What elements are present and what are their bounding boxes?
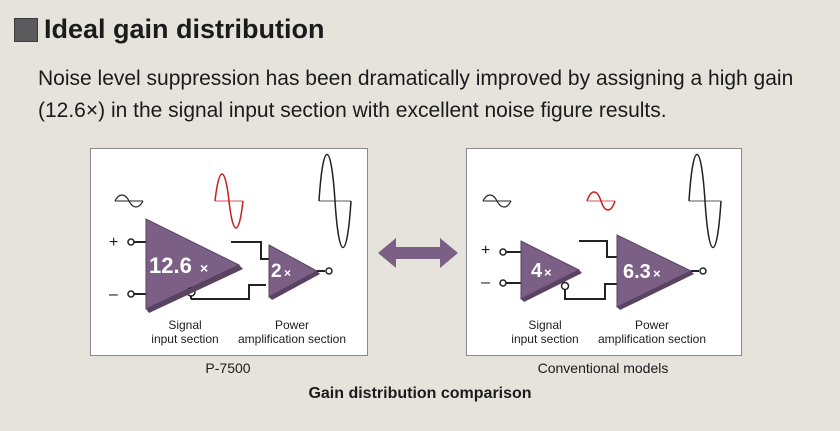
heading-title: Ideal gain distribution	[44, 14, 325, 44]
section-heading: Ideal gain distribution	[14, 14, 325, 45]
input-section-label-line1: Signal	[168, 318, 201, 332]
input-terminal-plus	[499, 248, 507, 256]
minus-sign: –	[481, 274, 490, 291]
input-section-label-line1: Signal	[528, 318, 561, 332]
output-gain-value: 6.3	[623, 261, 651, 283]
output-gain-value: 2	[271, 261, 282, 282]
comparison-double-arrow-icon	[376, 236, 460, 275]
plus-sign: +	[109, 234, 118, 251]
output-terminal	[699, 267, 707, 275]
input-terminal-minus	[127, 290, 135, 298]
p7500-amplifier-diagram: + – 12.6 × 2 × Signal input section Powe…	[109, 153, 352, 346]
output-section-label-line2: amplification section	[238, 332, 346, 346]
output-section-label-line1: Power	[275, 318, 309, 332]
plus-sign: +	[481, 242, 490, 259]
output-gain-suffix: ×	[653, 266, 661, 281]
input-terminal-minus	[499, 279, 507, 287]
input-section-label-line2: input section	[511, 332, 578, 346]
p7500-caption: P-7500	[205, 360, 251, 376]
diagram-conventional: + – 4 × 6.3 × Signal input section Power…	[466, 148, 742, 356]
conventional-amplifier-diagram: + – 4 × 6.3 × Signal input section Power…	[481, 153, 722, 346]
input-gain-value: 12.6	[149, 253, 192, 278]
description-text: Noise level suppression has been dramati…	[38, 67, 794, 122]
input-gain-value: 4	[531, 260, 543, 282]
input-gain-suffix: ×	[200, 260, 208, 276]
input-terminal-plus	[127, 238, 135, 246]
input-gain-suffix: ×	[544, 265, 552, 280]
diagram-p7500: + – 12.6 × 2 × Signal input section Powe…	[90, 148, 368, 356]
output-section-label-line1: Power	[635, 318, 669, 332]
minus-sign: –	[109, 286, 118, 303]
output-section-label-line2: amplification section	[598, 332, 706, 346]
figure-title: Gain distribution comparison	[308, 385, 532, 402]
input-section-label-line2: input section	[151, 332, 218, 346]
conventional-caption: Conventional models	[537, 360, 669, 376]
output-terminal	[325, 267, 333, 275]
output-gain-suffix: ×	[284, 266, 291, 280]
heading-square-icon	[14, 17, 38, 42]
